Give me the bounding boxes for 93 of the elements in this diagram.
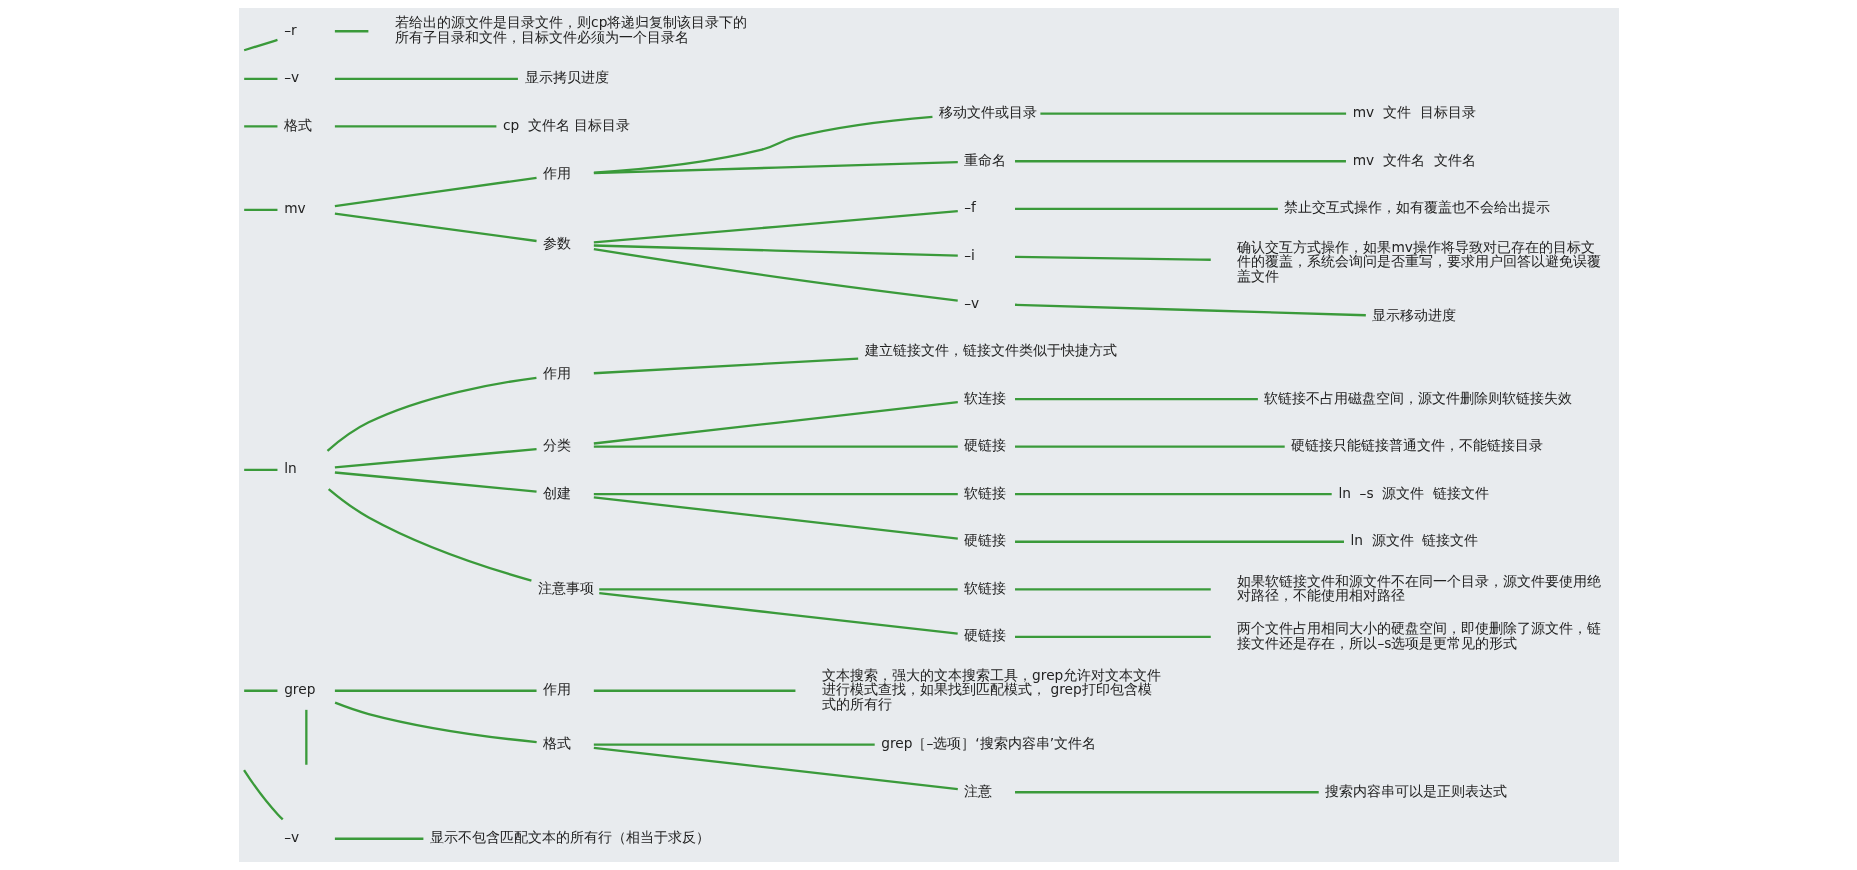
connector	[334, 471, 537, 493]
connector	[334, 447, 537, 469]
connector	[593, 496, 958, 540]
connector	[1014, 493, 1332, 496]
node-text: 作用	[542, 681, 571, 698]
node-text: 硬链接	[963, 437, 1006, 454]
node-text: –f	[963, 199, 976, 216]
node-text: 禁止交互式操作，如有覆盖也不会给出提示	[1283, 199, 1550, 216]
node-text: grep	[283, 681, 315, 698]
node-text: –v	[283, 829, 299, 846]
node-text: 创建	[542, 484, 571, 501]
connector	[243, 689, 277, 692]
connector	[593, 401, 958, 445]
node-text: ln	[283, 460, 297, 477]
connector	[334, 125, 496, 128]
node-text: 显示拷贝进度	[524, 69, 609, 86]
node-text: –v	[963, 294, 979, 311]
node-text: mv 文件名 文件名	[1352, 151, 1476, 168]
connector	[1014, 445, 1285, 448]
node-text: 显示移动进度	[1371, 307, 1456, 324]
connector	[1014, 540, 1344, 543]
connector	[1014, 635, 1211, 639]
connector	[243, 38, 278, 52]
node-text: 建立链接文件，链接文件类似于快捷方式	[864, 342, 1117, 359]
node-text: 软链接	[963, 579, 1006, 596]
connector	[593, 746, 958, 791]
connector	[593, 115, 933, 174]
connector	[1039, 112, 1346, 115]
node-text: 两个文件占用相同大小的硬盘空间，即使删除了源文件，链接文件还是存在，所以–s选项是更常见的形式	[1236, 620, 1601, 651]
connector	[593, 210, 958, 244]
node-text: 如果软链接文件和源文件不在同一个目录，源文件要使用绝对路径，不能使用相对路径	[1236, 572, 1601, 604]
connector	[1014, 397, 1258, 401]
node-text: 搜索内容串可以是正则表达式	[1324, 782, 1507, 799]
connector	[243, 208, 277, 212]
connector	[593, 743, 875, 746]
connector	[334, 212, 537, 243]
connector	[243, 468, 277, 472]
connector	[334, 701, 537, 744]
node-text: 文本搜索，强大的文本搜索工具，grep允许对文本文件进行模式查找，如果找到匹配模式， grep打印包含模式的所有行	[821, 666, 1161, 713]
connector	[334, 176, 537, 208]
node-text: –r	[283, 21, 297, 38]
node-text: 作用	[542, 164, 571, 181]
node-text: 分类	[542, 437, 571, 454]
node-text: 确认交互方式操作，如果mv操作将导致对已存在的目标文件的覆盖，系统会询问是否重写，要求用户回答以避免误覆盖文件	[1236, 238, 1601, 285]
node-text: 注意	[963, 782, 992, 799]
node-text: 重命名	[963, 151, 1006, 168]
node-text: 参数	[542, 235, 571, 252]
connector	[334, 30, 368, 33]
connector	[334, 77, 518, 80]
connector	[593, 160, 958, 175]
node-text: –v	[283, 69, 299, 86]
node-text: mv 文件 目标目录	[1352, 104, 1476, 121]
connector	[593, 689, 795, 692]
connector	[1014, 160, 1346, 163]
connector	[243, 125, 277, 128]
connector	[304, 709, 307, 765]
connector	[242, 769, 284, 821]
node-text: 移动文件或目录	[938, 104, 1037, 121]
connector	[1014, 207, 1278, 210]
node-text: cp 文件名 目标目录	[502, 116, 630, 133]
connector	[326, 376, 537, 452]
connector	[1014, 588, 1211, 591]
connector	[593, 248, 958, 302]
connector	[334, 689, 537, 692]
node-text: 格式	[542, 735, 571, 752]
node-text: ln –s 源文件 链接文件	[1337, 484, 1489, 501]
node-text: 作用	[542, 365, 571, 382]
node-text: 显示不包含匹配文本的所有行（相当于求反）	[429, 829, 710, 846]
connector	[593, 445, 958, 448]
node-text: 软链接不占用磁盘空间，源文件删除则软链接失效	[1263, 389, 1572, 406]
connector	[593, 493, 958, 496]
node-text: 软连接	[963, 389, 1006, 406]
node-text: 注意事项	[537, 579, 594, 596]
node-text: 硬链接	[963, 532, 1006, 549]
connector	[327, 488, 532, 582]
node-text: ln 源文件 链接文件	[1350, 532, 1478, 549]
node-text: mv	[283, 200, 306, 217]
node-text: 若给出的源文件是目录文件，则cp将递归复制该目录下的所有子目录和文件，目标文件必须为一个目录名	[394, 14, 747, 46]
connector	[598, 588, 958, 591]
connector	[593, 357, 858, 375]
connector	[1014, 303, 1366, 317]
connector	[598, 591, 958, 635]
connector	[593, 244, 958, 257]
node-text: 软链接	[963, 484, 1006, 501]
connector	[1014, 791, 1319, 794]
connector	[1014, 255, 1211, 261]
node-text: 硬链接只能链接普通文件，不能链接目录	[1290, 437, 1543, 454]
node-text: –i	[963, 246, 975, 263]
node-text: 硬链接	[963, 627, 1006, 644]
node-text: 格式	[283, 116, 312, 133]
connector	[334, 837, 423, 840]
connector	[243, 77, 277, 80]
node-text: grep［–选项］‘搜索内容串’文件名	[880, 735, 1096, 752]
